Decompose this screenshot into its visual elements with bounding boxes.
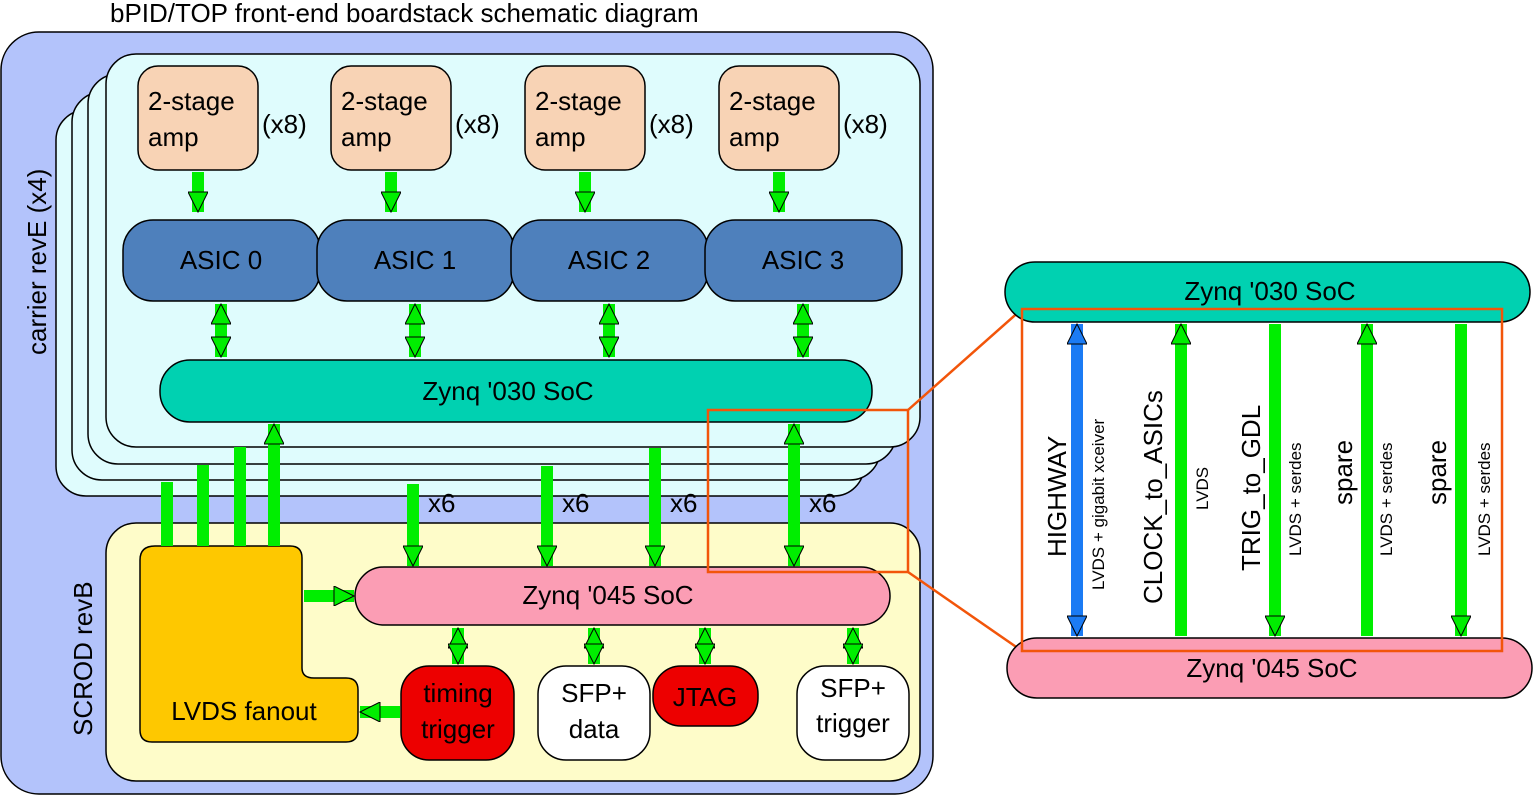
- timing-trigger-line2: trigger: [421, 714, 495, 744]
- bus-multiplier: x6: [562, 488, 589, 518]
- asic-1: ASIC 1: [316, 219, 515, 302]
- jtag-box: JTAG: [652, 665, 759, 727]
- amp-multiplier: (x8): [843, 109, 888, 139]
- amp-block-0: 2-stage amp: [137, 65, 259, 171]
- bus-multiplier: x6: [670, 488, 697, 518]
- carrier-soc-label: Zynq '030 SoC: [422, 376, 593, 406]
- scrod-soc-label: Zynq '045 SoC: [522, 580, 693, 610]
- sfp-data-line2: data: [569, 714, 620, 744]
- asic-label: ASIC 3: [762, 245, 844, 275]
- carrier-soc: Zynq '030 SoC: [159, 359, 873, 423]
- amp-label-line1: 2-stage: [729, 86, 816, 116]
- amp-multiplier: (x8): [262, 109, 307, 139]
- asic-0: ASIC 0: [122, 219, 321, 302]
- amp-block-2: 2-stage amp: [524, 65, 646, 171]
- zoom-bottom-soc: Zynq '045 SoC: [1006, 637, 1533, 699]
- link-type: LVDS + serdes: [1286, 442, 1305, 556]
- asic-label: ASIC 2: [568, 245, 650, 275]
- amp-multiplier: (x8): [455, 109, 500, 139]
- sfp-trigger-line2: trigger: [816, 708, 890, 738]
- zoom-connector-bottom: [907, 570, 1023, 653]
- jtag-label: JTAG: [673, 682, 738, 712]
- scrod-soc: Zynq '045 SoC: [354, 566, 891, 626]
- amp-label-line2: amp: [341, 122, 392, 152]
- amp-label-line1: 2-stage: [535, 86, 622, 116]
- link-type: LVDS + gigabit xceiver: [1089, 418, 1108, 590]
- amp-block-1: 2-stage amp: [330, 65, 452, 171]
- amp-label-line2: amp: [148, 122, 199, 152]
- asic-label: ASIC 1: [374, 245, 456, 275]
- asic-label: ASIC 0: [180, 245, 262, 275]
- link-type: LVDS + serdes: [1475, 442, 1494, 556]
- amp-block-3: 2-stage amp: [718, 65, 840, 171]
- asic-2: ASIC 2: [510, 219, 709, 302]
- zoom-bottom-soc-label: Zynq '045 SoC: [1186, 653, 1357, 683]
- diagram-title: bPID/TOP front-end boardstack schematic …: [110, 0, 699, 28]
- zoom-detail-box: [1020, 307, 1504, 653]
- link-name: spare: [1422, 440, 1452, 505]
- bus-multiplier: x6: [428, 488, 455, 518]
- sfp-trigger-line1: SFP+: [820, 673, 886, 703]
- link-name: CLOCK_to_ASICs: [1138, 390, 1168, 604]
- link-type: LVDS + serdes: [1377, 442, 1396, 556]
- link-name: spare: [1328, 440, 1358, 505]
- amp-label-line1: 2-stage: [341, 86, 428, 116]
- amp-label-line2: amp: [729, 122, 780, 152]
- amp-label-line1: 2-stage: [148, 86, 235, 116]
- zoom-top-soc: Zynq '030 SoC: [1004, 261, 1531, 323]
- sfp-trigger-box: SFP+ trigger: [796, 665, 910, 761]
- zoom-source-box: [706, 408, 910, 574]
- amp-label-line2: amp: [535, 122, 586, 152]
- timing-trigger-box: timing trigger: [400, 665, 515, 761]
- sfp-data-line1: SFP+: [561, 678, 627, 708]
- link-name: HIGHWAY: [1042, 436, 1072, 557]
- link-type: LVDS: [1193, 467, 1212, 510]
- carrier-label: carrier revE (x4): [22, 169, 52, 355]
- lvds-fanout: LVDS fanout: [139, 545, 359, 743]
- bus-multiplier: x6: [809, 488, 836, 518]
- amp-multiplier: (x8): [649, 109, 694, 139]
- link-name: TRIG_to_GDL: [1236, 405, 1266, 571]
- timing-trigger-line1: timing: [423, 678, 492, 708]
- zoom-top-soc-label: Zynq '030 SoC: [1184, 276, 1355, 306]
- lvds-fanout-label: LVDS fanout: [171, 696, 317, 726]
- asic-3: ASIC 3: [704, 219, 903, 302]
- zoom-connector-top: [907, 308, 1023, 411]
- sfp-data-box: SFP+ data: [537, 665, 651, 761]
- scrod-label: SCROD revB: [68, 581, 98, 736]
